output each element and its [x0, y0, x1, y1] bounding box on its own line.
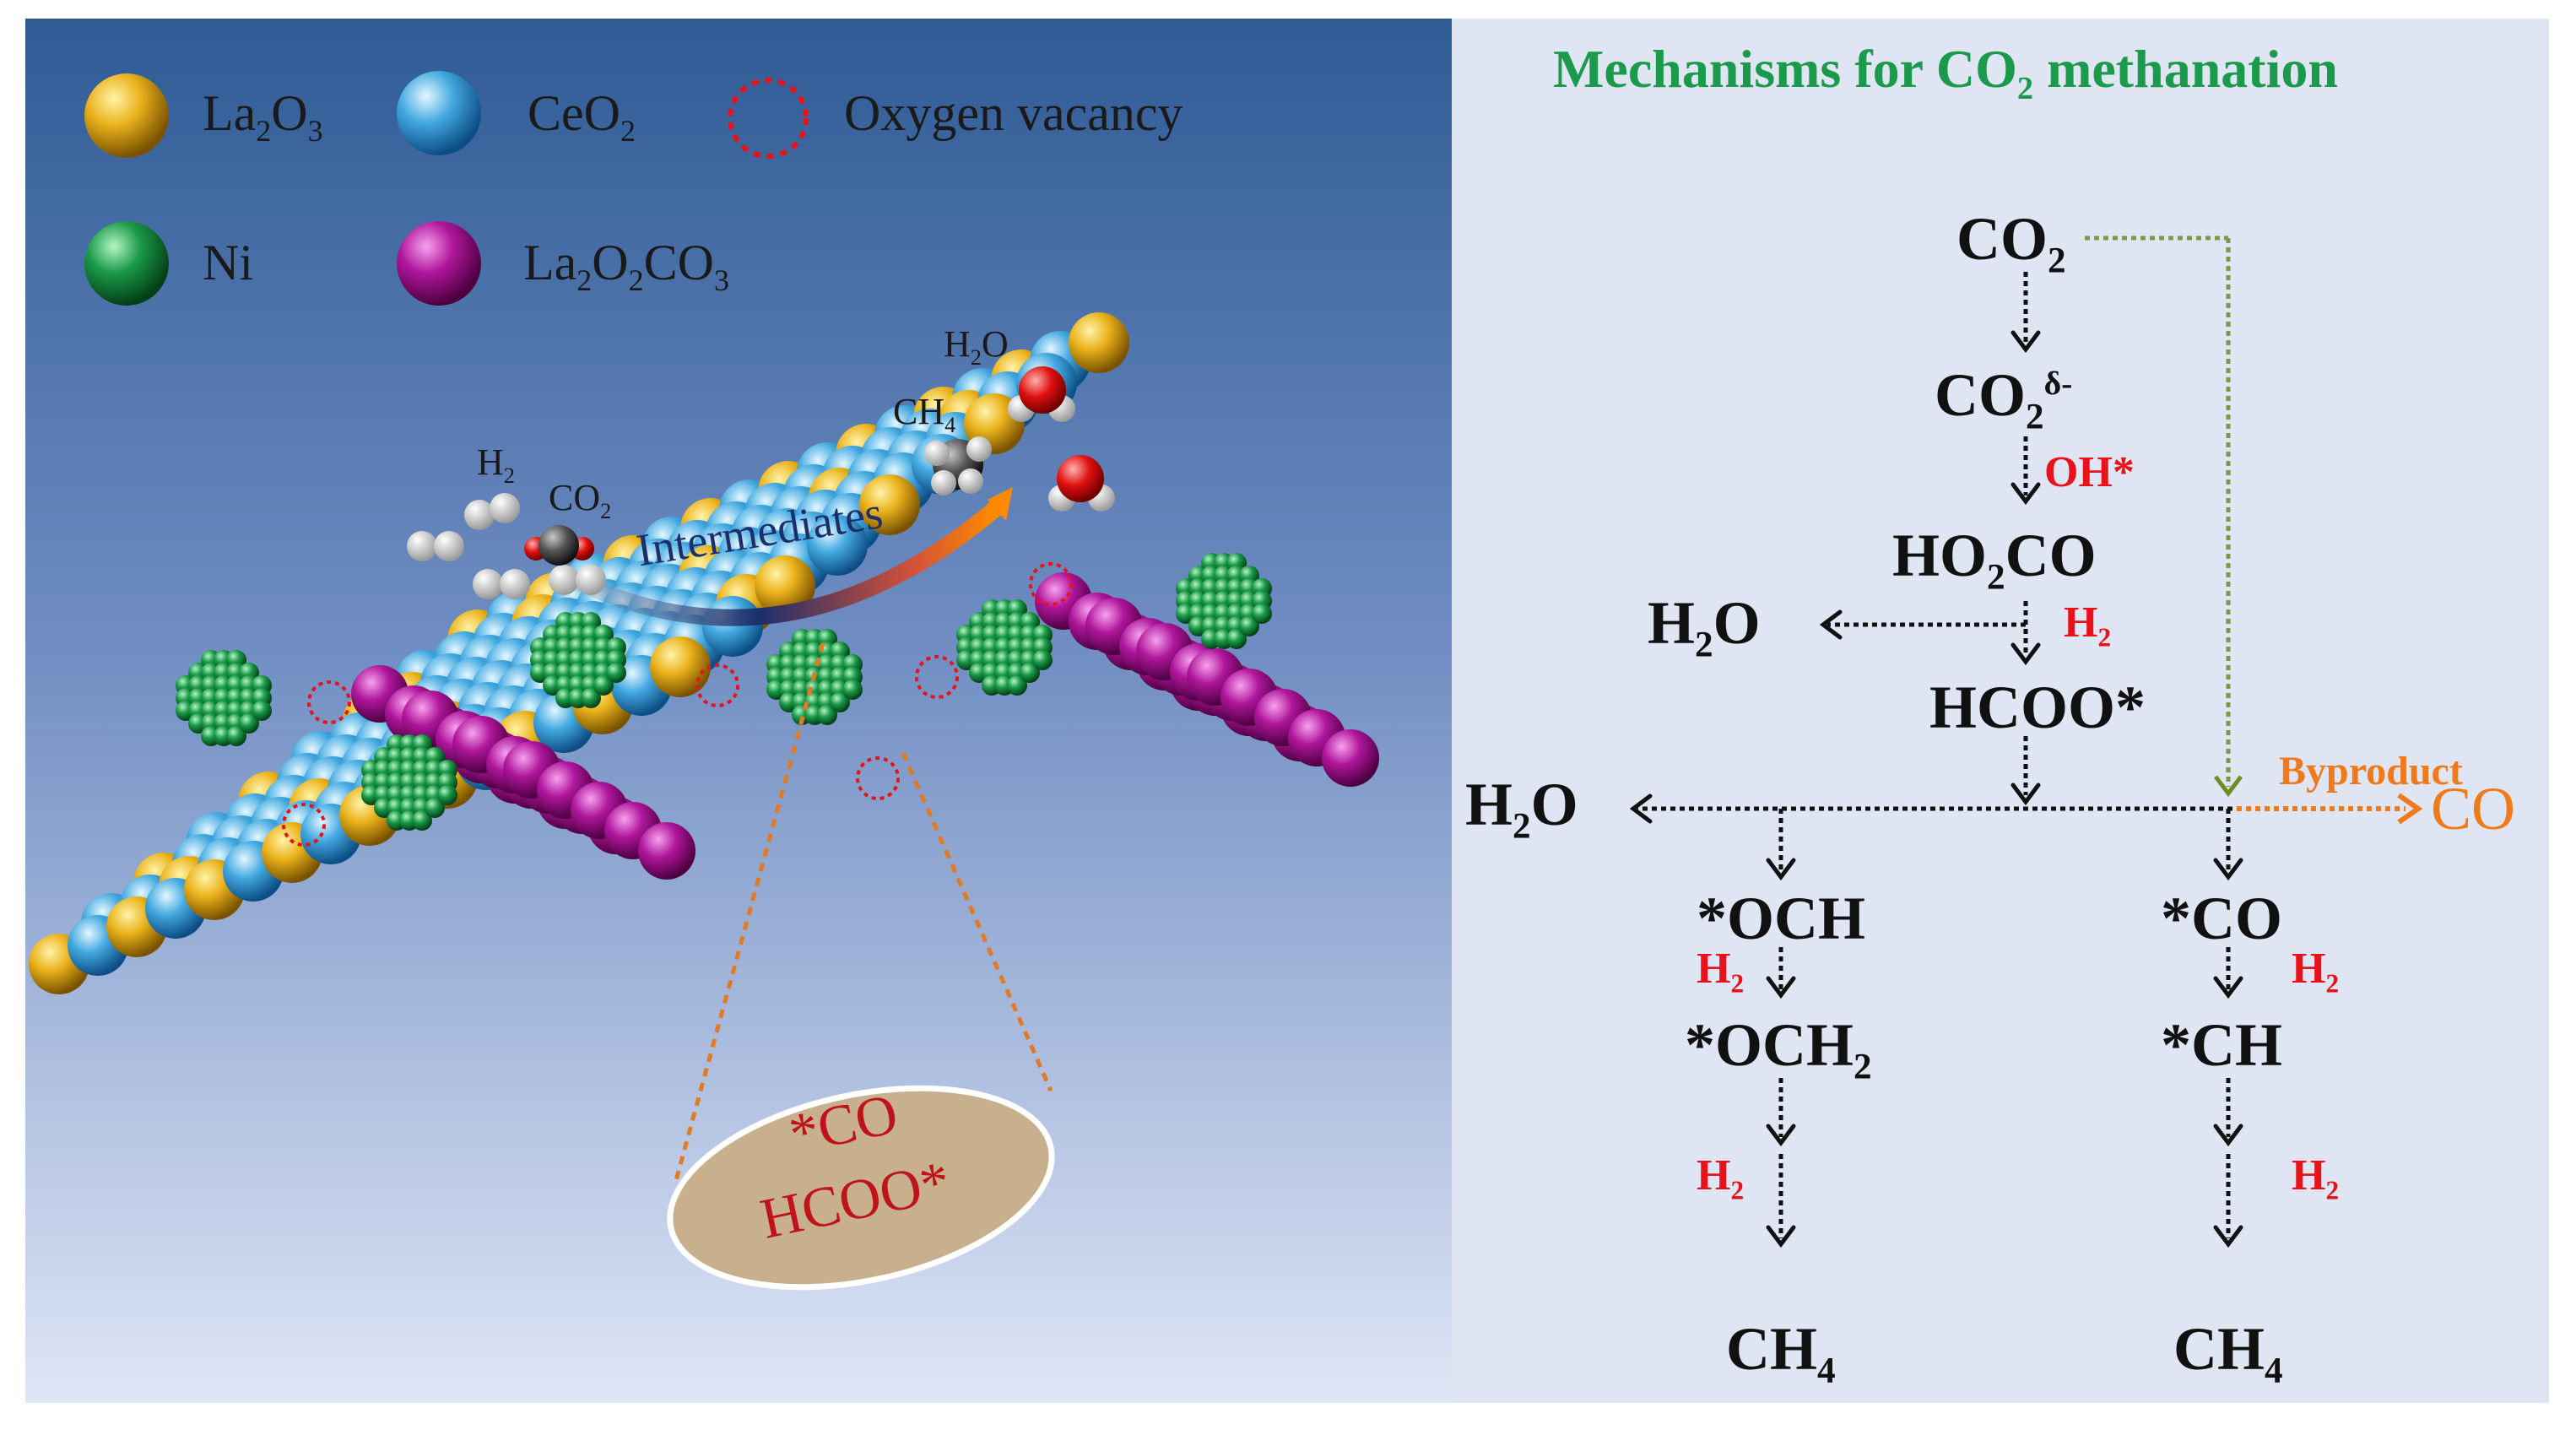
- oxygen-vacancy-site: [856, 756, 900, 800]
- ni-atom: [1007, 675, 1027, 696]
- node-ch4-left: CH4: [1726, 1315, 1836, 1391]
- co2-label: CO2: [549, 477, 612, 523]
- la2o2co3-sphere: [1322, 729, 1379, 787]
- node-och: *OCH: [1697, 885, 1866, 952]
- la2o2co3-sphere: [638, 822, 695, 880]
- ni-atom: [842, 680, 863, 700]
- oxygen-vacancy-site: [915, 655, 959, 699]
- arrowheads: [1629, 330, 2243, 1248]
- ni-atom: [437, 785, 457, 805]
- reagent-h2-b: H2: [1697, 945, 1745, 999]
- ceo2-sphere: [702, 596, 763, 657]
- reagent-oh: OH*: [2044, 448, 2135, 496]
- mechanism-arrows: [1629, 236, 2423, 1248]
- legend-ceo2: CeO2: [528, 85, 636, 148]
- h2o-molecule-1: [1008, 366, 1075, 422]
- ni-atom: [412, 810, 432, 831]
- reaction-arrowhead: [988, 487, 1013, 521]
- ni-atom: [817, 705, 837, 725]
- reagent-h2-a: H2: [2064, 598, 2112, 653]
- node-ch4-right: CH4: [2173, 1315, 2283, 1391]
- callout-line-right: [901, 751, 1053, 1092]
- ni-atom: [239, 713, 259, 734]
- node-hcoo: HCOO*: [1929, 674, 2146, 741]
- ceo2-sphere: [807, 515, 868, 576]
- h2-molecules: [407, 493, 606, 599]
- node-och2: *OCH2: [1685, 1011, 1872, 1087]
- oxide-slab: [29, 312, 1379, 994]
- mechanism-title: Mechanisms for CO2 methanation: [1553, 39, 2338, 106]
- oxygen-vacancies: [282, 562, 1073, 847]
- node-co-byproduct: CO: [2431, 775, 2516, 842]
- ni-clusters: [176, 553, 1272, 831]
- callout-ellipse: [667, 1085, 1055, 1291]
- ni-atom: [581, 688, 601, 708]
- reagent-h2-d: H2: [2292, 945, 2340, 999]
- ni-atom: [1239, 616, 1259, 636]
- oxygen-vacancy-legend-icon: [728, 78, 809, 159]
- ni-atom: [1020, 663, 1040, 683]
- la2o2co3-legend-ball: [397, 221, 481, 306]
- node-ho2co: HO2CO: [1892, 522, 2097, 598]
- la2o3-sphere: [859, 474, 920, 535]
- mechanism-panel: Mechanisms for CO2 methanation CO2 CO2δ-…: [1452, 19, 2549, 1403]
- oxygen-vacancy-site: [1029, 562, 1073, 606]
- ceo2-legend-ball: [397, 71, 481, 155]
- oxygen-vacancy-site: [282, 803, 326, 847]
- byproduct-arrowhead: [2214, 775, 2243, 798]
- ni-atom: [425, 798, 445, 818]
- la2o3-legend-ball: [84, 73, 169, 158]
- legend-ni: Ni: [203, 235, 253, 290]
- byproduct-route: [2085, 236, 2231, 787]
- h2-label: H2: [477, 441, 515, 488]
- h2o-label: H2O: [944, 323, 1009, 370]
- surface-illustration: [25, 19, 1452, 1403]
- ni-atom: [593, 675, 614, 696]
- reaction-arrow: [557, 500, 1004, 626]
- callout-line-left: [673, 642, 825, 1184]
- node-sch: *CH: [2161, 1011, 2282, 1079]
- ni-atom: [606, 663, 626, 683]
- ni-atom: [252, 701, 272, 721]
- ni-atom: [1226, 629, 1247, 649]
- legend-la2o3: La2O3: [203, 85, 323, 148]
- ni-atom: [226, 726, 246, 746]
- reagent-h2-e: H2: [2292, 1151, 2340, 1205]
- catalyst-surface-panel: La2O3 CeO2 Oxygen vacancy Ni La2O2CO3 H2…: [25, 19, 1452, 1403]
- node-h2o-2: H2O: [1465, 771, 1578, 847]
- co-arrowhead: [2397, 793, 2423, 825]
- la2o3-sphere: [1069, 312, 1129, 373]
- legend-oxygen-vacancy: Oxygen vacancy: [844, 85, 1183, 141]
- oxygen-vacancy-site: [695, 663, 739, 707]
- co2-molecule: [524, 525, 594, 566]
- ni-atom: [1032, 650, 1053, 670]
- oxygen-vacancy-site: [307, 680, 351, 724]
- reagent-h2-c: H2: [1697, 1151, 1745, 1205]
- node-h2o-1: H2O: [1648, 589, 1761, 665]
- h2o-molecule-2: [1048, 455, 1115, 512]
- la2o3-sphere: [650, 636, 711, 697]
- legend-la2o2co3: La2O2CO3: [523, 235, 729, 297]
- ni-legend-ball: [84, 221, 169, 306]
- ch4-label: CH4: [893, 391, 956, 437]
- ch4-molecule: [924, 436, 992, 496]
- node-co2-delta: CO2δ-: [1935, 361, 2073, 437]
- node-co2: CO2: [1956, 205, 2066, 281]
- la2o3-sphere: [755, 555, 815, 616]
- ni-atom: [830, 692, 850, 712]
- ni-atom: [1252, 604, 1272, 624]
- byproduct-label: Byproduct: [2279, 749, 2463, 793]
- node-sco: *CO: [2161, 885, 2282, 952]
